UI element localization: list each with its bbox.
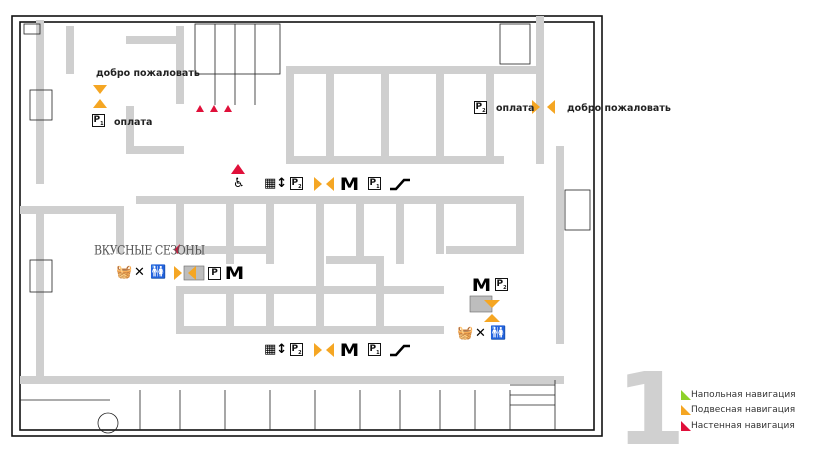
welcome-label-left: добро пожаловать bbox=[96, 68, 200, 79]
legend-label: Настенная навигация bbox=[691, 421, 795, 431]
inner-dark-lines bbox=[20, 23, 591, 434]
floor-plan-map bbox=[11, 15, 691, 437]
floor-number: 1 bbox=[616, 351, 686, 468]
parking-icon: P1 bbox=[368, 343, 381, 356]
basket-icon: 🧺 bbox=[116, 265, 133, 280]
welcome-label-right: добро пожаловать bbox=[567, 103, 671, 114]
parking-icon: P1 bbox=[368, 177, 381, 190]
parking-icon: P1 bbox=[92, 114, 105, 127]
legend-label: Подвесная навигация bbox=[691, 405, 796, 415]
metro-icon: M bbox=[224, 264, 245, 284]
elevator-icon: ▦↕ bbox=[264, 342, 288, 357]
wall-nav-markers bbox=[174, 105, 245, 254]
escalator-icons bbox=[390, 178, 410, 357]
legend-item-suspended-nav: Подвесная навигация bbox=[679, 403, 795, 417]
metro-icon: M bbox=[339, 341, 360, 361]
legend-swatches bbox=[681, 390, 691, 431]
wheelchair-icon: ♿ bbox=[233, 176, 245, 191]
parking-icon: P2 bbox=[290, 177, 303, 190]
outer-walls bbox=[11, 15, 603, 437]
legend-label: Напольная навигация bbox=[691, 390, 796, 400]
parking-icon: P2 bbox=[290, 343, 303, 356]
metro-icon: M bbox=[339, 175, 360, 195]
elevator-icon: ▦↕ bbox=[264, 176, 288, 191]
payment-label-left: оплата bbox=[114, 117, 153, 128]
restroom-icon: 🚻 bbox=[490, 326, 507, 341]
brand-logo: ВКУСНЫЕ СЕЗОНЫ bbox=[94, 242, 205, 259]
parking-icon: P2 bbox=[495, 278, 508, 291]
legend-item-wall-nav: Настенная навигация bbox=[679, 419, 795, 433]
basket-icon: 🧺 bbox=[457, 326, 474, 341]
shop-walls bbox=[20, 16, 564, 384]
parking-icon: P2 bbox=[474, 101, 487, 114]
payment-label-right: оплата bbox=[496, 103, 535, 114]
suspended-nav-markers bbox=[93, 85, 555, 357]
restroom-icon: 🚻 bbox=[150, 265, 167, 280]
metro-icon: M bbox=[471, 276, 492, 296]
parking-icon: P bbox=[208, 267, 221, 280]
legend-item-floor-nav: Напольная навигация bbox=[679, 388, 796, 402]
fork-knife-icon: ✕ bbox=[134, 265, 145, 280]
fork-knife-icon: ✕ bbox=[475, 326, 486, 341]
